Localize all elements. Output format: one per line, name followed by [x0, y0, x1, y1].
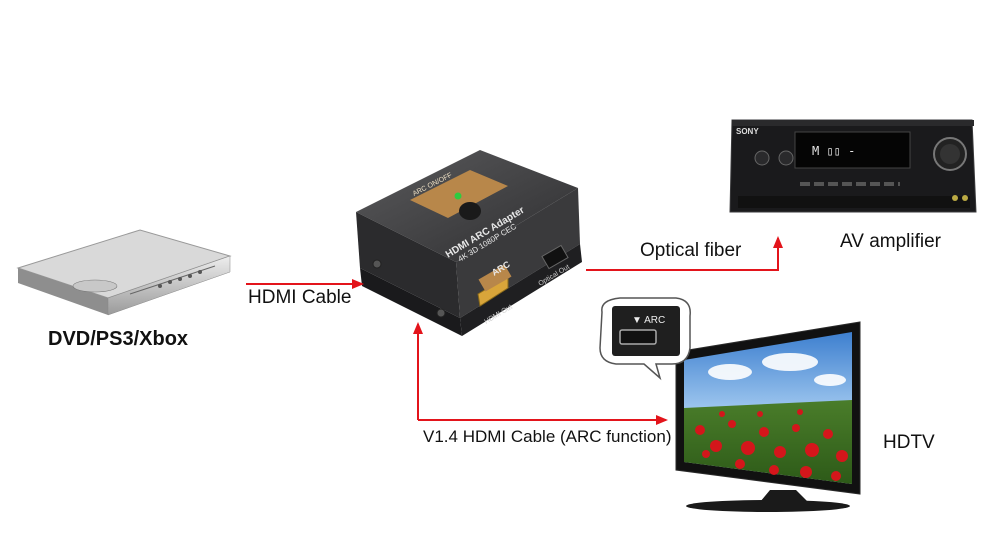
av-amplifier-label: AV amplifier [840, 231, 942, 252]
amplifier-display-text: M ▯▯ - [812, 144, 855, 158]
dvd-player-label: DVD/PS3/Xbox [48, 328, 189, 350]
hdmi-cable-label: HDMI Cable [248, 287, 352, 308]
hdtv-image [675, 321, 861, 512]
arc-cable-label: V1.4 HDMI Cable (ARC function) [423, 427, 672, 446]
callout-arc-port-label: ▼ ARC [632, 315, 665, 326]
clouds [708, 353, 846, 386]
av-amplifier-image [729, 119, 977, 213]
optical-fiber-arrow [586, 236, 783, 271]
connection-arrows [246, 236, 783, 425]
arc-port-callout [599, 297, 691, 381]
dvd-player-image [16, 229, 232, 316]
poppies [695, 409, 848, 481]
hdtv-label: HDTV [883, 432, 935, 453]
optical-fiber-label: Optical fiber [640, 240, 742, 261]
amplifier-brand: SONY [736, 127, 759, 136]
hdmi-arc-adapter-image [356, 150, 582, 336]
